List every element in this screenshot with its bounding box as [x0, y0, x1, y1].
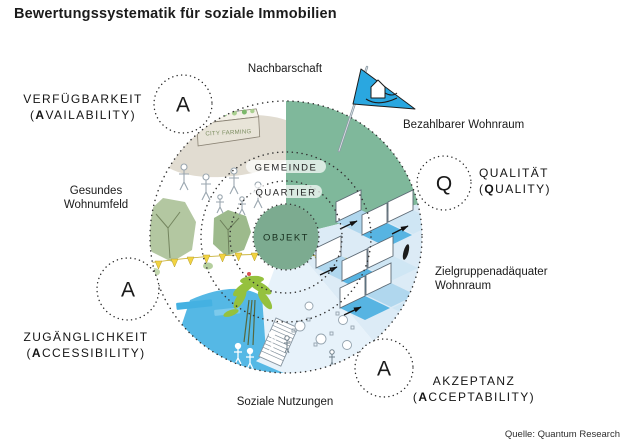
- label-pill: [250, 185, 322, 198]
- bush: [203, 262, 213, 270]
- objekt-ring: [252, 203, 320, 271]
- ring-label-quartier: QUARTIER: [256, 188, 317, 199]
- quartier-ring: [229, 180, 343, 294]
- objekt-circle: [253, 204, 319, 270]
- criterion-label-acceptability: AKZEPTANZ (ACCEPTABILITY): [412, 374, 536, 404]
- criterion-letter-quality: Q: [436, 173, 452, 196]
- criterion-circle-quality: [416, 155, 472, 211]
- dark-plant-silhouette: [402, 244, 410, 260]
- criterion-badges: A Q A A: [96, 74, 472, 398]
- label-nachbarschaft: Nachbarschaft: [247, 63, 323, 75]
- gemeinde-ring: [200, 151, 372, 323]
- ring-label-objekt: OBJEKT: [263, 233, 309, 244]
- tree-icon: [213, 210, 251, 256]
- label-gesundes-wohnumfeld: Gesundes Wohnumfeld: [63, 185, 129, 212]
- criterion-circle-acceptability: [354, 338, 414, 398]
- label-bezahlbarer-wohnraum: Bezahlbarer Wohnraum: [403, 119, 525, 131]
- criterion-letter-accessibility: A: [121, 279, 135, 302]
- criterion-circle-accessibility: [96, 257, 160, 321]
- red-dot-figure: [247, 272, 251, 276]
- hand-icon: [365, 92, 398, 104]
- people-figures: [284, 335, 335, 368]
- city-farming-sign: CITY FARMING: [205, 129, 251, 137]
- source-credit: Quelle: Quantum Research: [504, 429, 620, 440]
- people-figures-white: [234, 330, 276, 370]
- nachbarschaft-ring: [149, 100, 423, 374]
- label-soziale-nutzungen: Soziale Nutzungen: [236, 396, 334, 408]
- flag-icon: [337, 65, 416, 153]
- criterion-letter-acceptability: A: [377, 358, 391, 381]
- tree-icon: [150, 198, 196, 262]
- ring-label-gemeinde: GEMEINDE: [255, 163, 318, 174]
- water-area-2: [230, 350, 300, 373]
- criterion-circle-availability: [153, 74, 213, 134]
- staircase: [258, 317, 299, 367]
- label-zielgruppenadaequater-wohnraum: Zielgruppenadäquater Wohnraum: [435, 266, 548, 293]
- green-sector-bezahlbarer-wohnraum: [286, 101, 419, 237]
- cafe-tables: [291, 301, 355, 350]
- criterion-letter-availability: A: [176, 94, 190, 117]
- criterion-label-availability: VERFÜGBARKEIT (AVAILABILITY): [23, 92, 143, 122]
- criterion-label-accessibility: ZUGÄNGLICHKEIT (ACCESSIBILITY): [23, 330, 149, 360]
- direction-arrows: [319, 220, 409, 316]
- palm-plant-icon: [223, 275, 273, 346]
- criterion-label-quality: QUALITÄT (QUALITY): [479, 166, 551, 196]
- label-pill: [246, 160, 326, 173]
- house-icon: [370, 79, 386, 99]
- page-title: Bewertungssystematik für soziale Immobil…: [14, 6, 337, 22]
